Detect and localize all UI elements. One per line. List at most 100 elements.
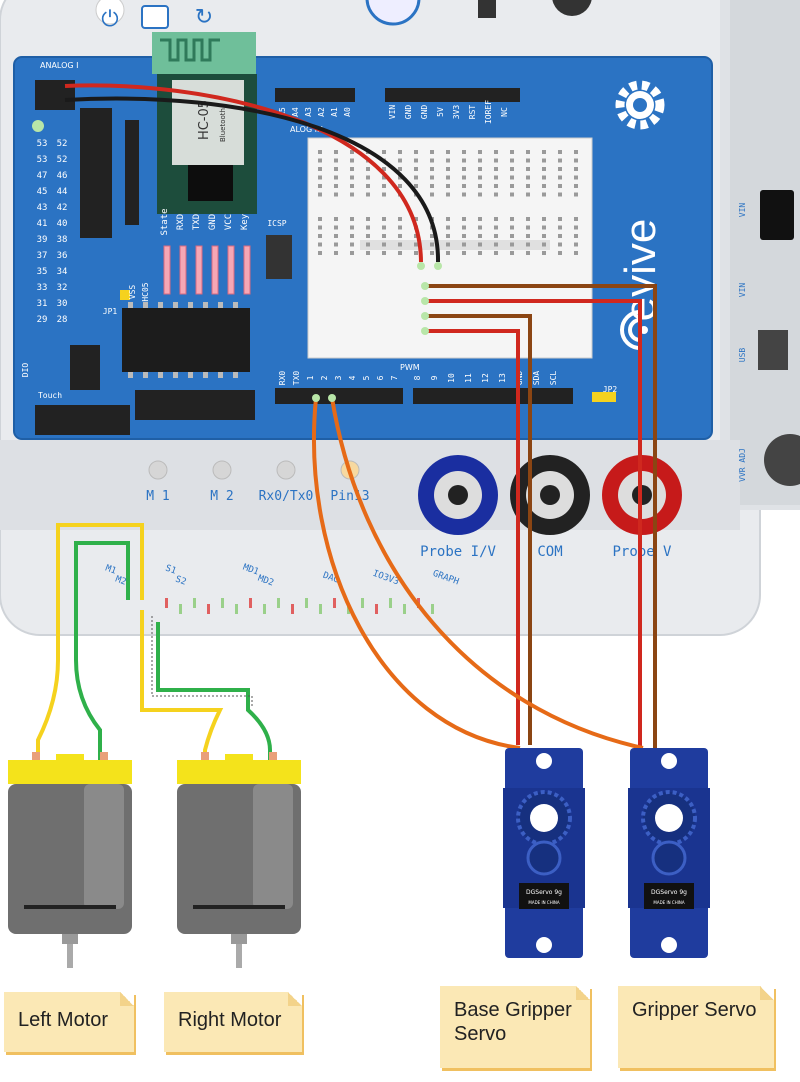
gripper-servo-label: Gripper Servo: [618, 986, 774, 1068]
top-buttons: ⏻ ↻: [95, 0, 592, 32]
probe-label: Probe V: [612, 544, 672, 560]
power-pin-label: 5V: [436, 107, 445, 117]
left-pin-label: 35: [37, 267, 48, 277]
digital-pin-label: TX0: [292, 371, 301, 386]
analog-pin-label: A4: [291, 107, 300, 117]
board-extra-label: JP1: [103, 307, 118, 316]
servo1-origin-label: MADE IN CHINA: [528, 900, 559, 905]
servo2-signal-wire: [330, 397, 644, 750]
digital-pin-label: 5: [362, 375, 371, 380]
digital-pin-label: 4: [348, 375, 357, 380]
left-pin-label: 42: [57, 203, 68, 213]
bt-pin-label: Key: [240, 213, 250, 230]
board-extra-label: VIN: [738, 283, 747, 298]
svg-text:⏻: ⏻: [101, 7, 118, 32]
servo1-red-wire: [425, 329, 520, 745]
digital-pin-label: SDA: [532, 371, 541, 386]
servo2-origin-label: MADE IN CHINA: [653, 900, 684, 905]
left-pin-label: 31: [37, 299, 48, 309]
board-extra-label: VSS: [128, 285, 137, 300]
digital-pin-label: 8: [413, 375, 422, 380]
servo1-model-label: DGServo 9g: [526, 889, 562, 896]
analog-pin-label: A2: [317, 107, 326, 117]
left-motor: [8, 752, 132, 968]
power-pin-label: RST: [468, 105, 477, 120]
digital-pin-label: 9: [430, 375, 439, 380]
servo2-red-wire: [425, 299, 642, 750]
board-extra-label: Touch: [38, 391, 62, 400]
left-pin-label: 39: [37, 235, 48, 245]
digital-pin-label: 6: [376, 375, 385, 380]
digital-pin-label: 11: [464, 373, 473, 383]
right-motor: [177, 752, 301, 968]
power-pin-label: GND: [420, 105, 429, 120]
left-pin-label: 38: [57, 235, 68, 245]
digital-pin-label: 1: [306, 375, 315, 380]
servo2-model-label: DGServo 9g: [651, 889, 687, 896]
power-pin-label: NC: [500, 107, 509, 117]
gear-icon: [615, 80, 665, 130]
bt-pin-label: State: [160, 208, 170, 235]
left-motor-label: Left Motor: [4, 992, 134, 1052]
led-label: M 1: [146, 489, 169, 504]
left-pin-label: 52: [57, 155, 68, 165]
digital-pin-label: 10: [447, 373, 456, 383]
ic-chip: [122, 302, 250, 378]
left-pin-label: 53: [37, 139, 48, 149]
digital-pin-label: 7: [390, 375, 399, 380]
bt-pin-label: RXD: [176, 214, 186, 230]
digital-pin-label: SCL: [549, 371, 558, 386]
board-extra-label: JP2: [603, 385, 618, 394]
base-gripper-servo: DGServo 9g MADE IN CHINA: [503, 748, 585, 958]
bt-pin-label: TXD: [192, 214, 202, 230]
left-pin-label: 37: [37, 251, 48, 261]
left-pin-label: 36: [57, 251, 68, 261]
servo1-brown-wire: [425, 314, 532, 745]
left-pin-label: 33: [37, 283, 48, 293]
left-pin-label: 30: [57, 299, 68, 309]
led-label: M 2: [210, 489, 233, 504]
board-extra-label: HC05: [141, 282, 150, 301]
right-motor-green-wire: [156, 622, 272, 760]
port-label: S2: [174, 575, 188, 588]
power-pin-label: VIN: [388, 105, 397, 120]
right-motor-label: Right Motor: [164, 992, 302, 1052]
servo1-signal-wire: [311, 397, 521, 750]
left-pin-label: 32: [57, 283, 68, 293]
left-pin-label: 53: [37, 155, 48, 165]
pwm-label: PWM: [400, 363, 420, 372]
right-motor-yellow-wire: [140, 610, 224, 760]
left-motor-yellow-wire: [36, 523, 144, 760]
digital-pin-label: 12: [481, 373, 490, 383]
left-pin-label: 43: [37, 203, 48, 213]
left-pin-label: 47: [37, 171, 48, 181]
port-label: S1: [164, 564, 178, 577]
board-extra-label: VVR ADJ: [738, 448, 747, 482]
board-extra-label: VIN: [738, 203, 747, 218]
analog-pin-label: A5: [278, 107, 287, 117]
probe-sockets: Probe I/V COM Probe V: [418, 455, 682, 560]
bt-model-label: HC-05: [197, 100, 212, 140]
analog-pin-label: A3: [304, 107, 313, 117]
port-label: M1: [104, 564, 118, 577]
power-pin-label: 3V3: [452, 105, 461, 120]
power-pin-label: GND: [404, 105, 413, 120]
port-label: M2: [114, 575, 128, 588]
power-pin-label: IOREF: [484, 100, 493, 124]
bt-sub-label: Bluetooth: [219, 108, 227, 142]
digital-pin-label: 13: [498, 373, 507, 383]
analog-in-label: ALOG IN: [290, 125, 323, 134]
probe-label: Probe I/V: [420, 544, 496, 560]
base-gripper-servo-label: Base Gripper Servo: [440, 986, 590, 1068]
digital-pin-label: 3: [334, 375, 343, 380]
left-pin-label: 46: [57, 171, 68, 181]
left-pin-label: 28: [57, 315, 68, 325]
probe-label: COM: [537, 544, 562, 560]
board-extra-label: DIO: [21, 363, 30, 378]
board-extra-label: USB: [738, 348, 747, 363]
gripper-servo: DGServo 9g MADE IN CHINA: [628, 748, 710, 958]
left-pin-label: 52: [57, 139, 68, 149]
